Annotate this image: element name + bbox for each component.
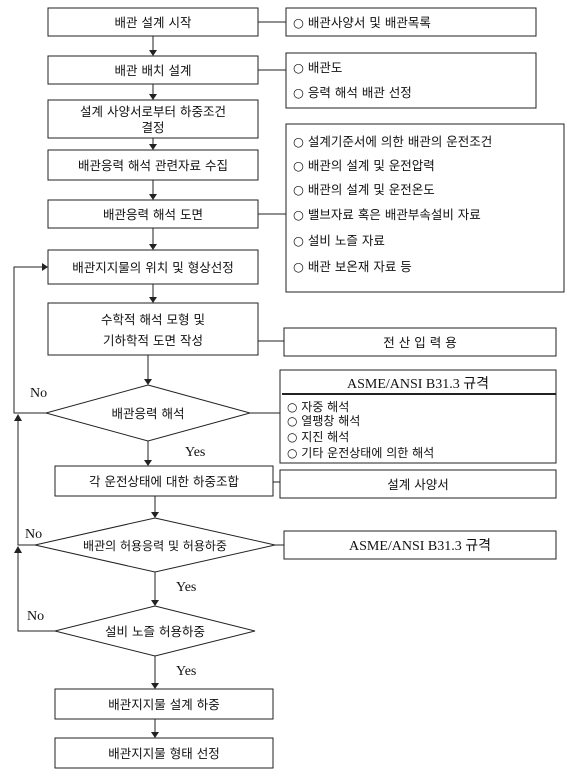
svg-text:○ 자중 해석: ○ 자중 해석 bbox=[287, 400, 349, 414]
svg-text:○ 배관도: ○ 배관도 bbox=[293, 60, 342, 75]
svg-text:설비 노즐 허용하중: 설비 노즐 허용하중 bbox=[105, 624, 205, 639]
svg-text:○ 열팽창 해석: ○ 열팽창 해석 bbox=[287, 414, 360, 428]
svg-text:배관지지물 형태 선정: 배관지지물 형태 선정 bbox=[108, 746, 219, 761]
step-support-selection: 배관지지물의 위치 및 형상선정 bbox=[47, 249, 259, 285]
loop-no-3: No bbox=[14, 546, 55, 632]
step-model-drawing: 수학적 해석 모형 및 기하학적 도면 작성 bbox=[47, 302, 259, 356]
svg-text:○ 설계기준서에 의한 배관의 운전조건: ○ 설계기준서에 의한 배관의 운전조건 bbox=[293, 134, 492, 149]
note-piping-drawing: ○ 배관도 ○ 응력 해석 배관 선정 bbox=[258, 52, 537, 109]
note-design-data: ○ 설계기준서에 의한 배관의 운전조건 ○ 배관의 설계 및 운전압력 ○ 배… bbox=[258, 123, 565, 293]
svg-text:수학적 해석 모형 및: 수학적 해석 모형 및 bbox=[101, 312, 205, 327]
svg-text:배관지지물의 위치 및 형상선정: 배관지지물의 위치 및 형상선정 bbox=[72, 260, 233, 275]
yes-label-3: Yes bbox=[176, 664, 196, 679]
svg-text:설계 사양서: 설계 사양서 bbox=[387, 477, 448, 492]
step-load-combination: 각 운전상태에 대한 하중조합 bbox=[54, 465, 274, 497]
svg-text:○ 배관의 설계 및 운전온도: ○ 배관의 설계 및 운전온도 bbox=[293, 182, 435, 197]
svg-text:기하학적 도면 작성: 기하학적 도면 작성 bbox=[103, 333, 203, 348]
svg-text:배관 배치 설계: 배관 배치 설계 bbox=[115, 63, 192, 78]
svg-text:ASME/ANSI B31.3 규격: ASME/ANSI B31.3 규격 bbox=[347, 376, 489, 392]
step-piping-layout-design: 배관 배치 설계 bbox=[47, 55, 259, 85]
svg-text:각 운전상태에 대한 하중조합: 각 운전상태에 대한 하중조합 bbox=[89, 474, 239, 489]
svg-text:배관응력 해석 도면: 배관응력 해석 도면 bbox=[103, 207, 203, 222]
note-computer-input: 전 산 입 력 용 bbox=[258, 327, 557, 357]
svg-text:설계 사양서로부터 하중조건: 설계 사양서로부터 하중조건 bbox=[80, 104, 226, 119]
loop-no-1: No bbox=[13, 263, 48, 414]
svg-text:○ 배관 보온재 자료 등: ○ 배관 보온재 자료 등 bbox=[293, 259, 412, 274]
svg-text:○ 배관사양서 및 배관목록: ○ 배관사양서 및 배관목록 bbox=[293, 15, 431, 30]
decision-stress-analysis: 배관응력 해석 bbox=[44, 384, 252, 442]
step-load-condition: 설계 사양서로부터 하중조건 결정 bbox=[47, 99, 259, 139]
flow-arrows bbox=[144, 36, 159, 738]
svg-text:배관지지물 설계 하중: 배관지지물 설계 하중 bbox=[108, 697, 219, 712]
svg-text:○ 기타 운전상태에 의한 해석: ○ 기타 운전상태에 의한 해석 bbox=[287, 446, 434, 460]
svg-text:○ 응력 해석 배관 선정: ○ 응력 해석 배관 선정 bbox=[293, 85, 412, 100]
decision-nozzle-load: 설비 노즐 허용하중 bbox=[54, 605, 256, 657]
svg-text:배관의 허용응력 및 허용하중: 배관의 허용응력 및 허용하중 bbox=[83, 539, 227, 553]
note-asme-analysis: ASME/ANSI B31.3 규격 ○ 자중 해석 ○ 열팽창 해석 ○ 지진… bbox=[250, 369, 557, 464]
svg-text:○ 지진 해석: ○ 지진 해석 bbox=[287, 430, 349, 444]
yes-label-2: Yes bbox=[176, 580, 196, 595]
step-support-type-selection: 배관지지물 형태 선정 bbox=[54, 737, 274, 769]
svg-text:배관 설계 시작: 배관 설계 시작 bbox=[115, 15, 192, 30]
step-support-design-load: 배관지지물 설계 하중 bbox=[54, 688, 274, 720]
note-spec-list: ○ 배관사양서 및 배관목록 bbox=[258, 7, 537, 37]
note-design-spec: 설계 사양서 bbox=[273, 469, 557, 499]
svg-text:배관응력 해석 관련자료 수집: 배관응력 해석 관련자료 수집 bbox=[78, 158, 228, 173]
step-piping-design-start: 배관 설계 시작 bbox=[47, 7, 259, 37]
svg-text:No: No bbox=[27, 609, 44, 624]
svg-text:No: No bbox=[30, 386, 47, 401]
yes-label-1: Yes bbox=[185, 445, 205, 460]
svg-text:전 산 입 력 용: 전 산 입 력 용 bbox=[383, 335, 456, 350]
svg-text:No: No bbox=[25, 527, 42, 542]
loop-no-2: No bbox=[14, 414, 42, 546]
note-asme-code: ASME/ANSI B31.3 규격 bbox=[275, 530, 557, 560]
step-data-collection: 배관응력 해석 관련자료 수집 bbox=[47, 149, 259, 181]
svg-text:○ 배관의 설계 및 운전압력: ○ 배관의 설계 및 운전압력 bbox=[293, 158, 435, 173]
step-stress-drawing: 배관응력 해석 도면 bbox=[47, 199, 259, 229]
svg-text:ASME/ANSI B31.3 규격: ASME/ANSI B31.3 규격 bbox=[349, 538, 491, 554]
svg-text:○ 설비 노즐 자료: ○ 설비 노즐 자료 bbox=[293, 233, 385, 248]
decision-allowable-stress: 배관의 허용응력 및 허용하중 bbox=[34, 517, 276, 573]
svg-text:결정: 결정 bbox=[141, 120, 164, 135]
svg-text:배관응력 해석: 배관응력 해석 bbox=[112, 406, 185, 421]
svg-text:○ 밸브자료 혹은 배관부속설비 자료: ○ 밸브자료 혹은 배관부속설비 자료 bbox=[293, 207, 481, 222]
